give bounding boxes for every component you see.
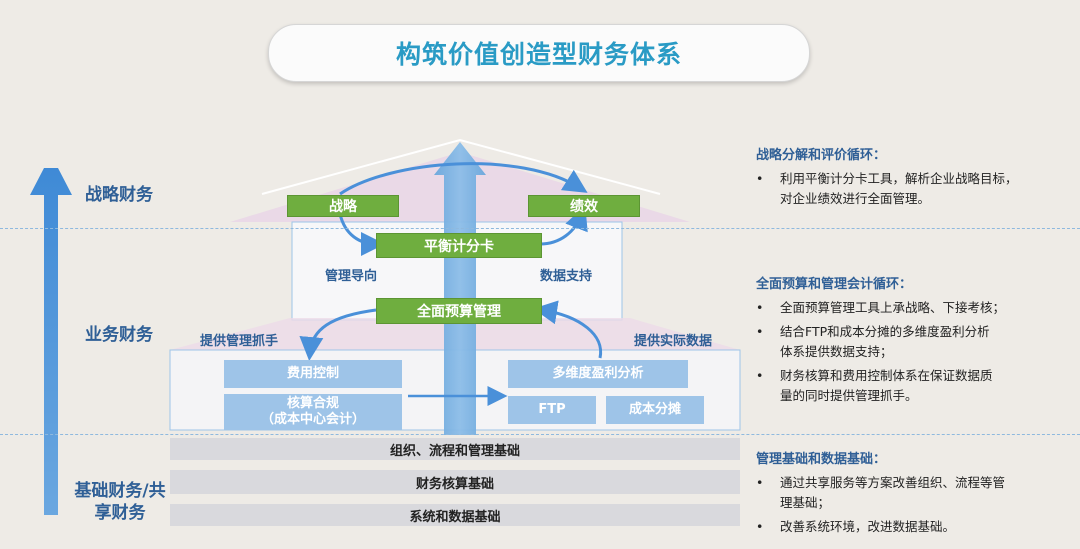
bullet-line1: 财务核算和费用控制体系在保证数据质 [780,368,993,383]
box-bsc: 平衡计分卡 [376,233,542,258]
right-panel: 战略分解和评价循环： •利用平衡计分卡工具，解析企业战略目标， 对企业绩效进行全… [756,144,1056,537]
level-label-business: 业务财务 [85,325,153,345]
flow-label-provide-actual-data: 提供实际数据 [634,334,713,349]
separator-upper [0,228,1080,229]
section-title: 全面预算和管理会计循环： [756,277,913,292]
section-budget-cycle: 全面预算和管理会计循环： •全面预算管理工具上承战略、下接考核； •结合FTP和… [756,273,1056,406]
box-accounting-line1: 核算合规 [286,396,339,411]
loop-arrow-budget-left [299,308,377,361]
box-budget: 全面预算管理 [376,298,542,324]
box-ftp: FTP [508,396,596,424]
loop-arrow-bsc-left [338,213,385,256]
flow-label-provide-mgmt-lever: 提供管理抓手 [200,334,279,349]
bullet-line2: 量的同时提供管理抓手。 [780,388,918,403]
box-performance: 绩效 [528,195,640,217]
level-label-foundation-line2: 享财务 [94,503,146,523]
bullet-item: •结合FTP和成本分摊的多维度盈利分析 体系提供数据支持； [756,322,1056,362]
bullet-item: •通过共享服务等方案改善组织、流程等管 理基础； [756,473,1056,513]
flow-label-mgmt-guidance: 管理导向 [325,269,378,284]
page-title: 构筑价值创造型财务体系 [268,24,810,82]
box-expense-control: 费用控制 [224,360,402,388]
tier-accounting: 财务核算基础 [170,470,740,494]
section-title: 管理基础和数据基础： [756,452,887,467]
bullet-item: •改善系统环境，改进数据基础。 [756,519,956,534]
section-title: 战略分解和评价循环： [756,148,887,163]
box-accounting: 核算合规 （成本中心会计） [224,394,402,430]
bullet-line1: 利用平衡计分卡工具，解析企业战略目标， [780,171,1018,186]
tier-system-data: 系统和数据基础 [170,504,740,526]
bullet-line1: 通过共享服务等方案改善组织、流程等管 [780,475,1006,490]
bullet-line1: 改善系统环境，改进数据基础。 [780,519,956,534]
section-strategy-cycle: 战略分解和评价循环： •利用平衡计分卡工具，解析企业战略目标， 对企业绩效进行全… [756,144,1056,209]
tier-org-process: 组织、流程和管理基础 [170,438,740,460]
left-up-arrow [30,168,72,515]
separator-lower [0,434,1080,435]
box-strategy: 战略 [287,195,399,217]
bullet-item: •全面预算管理工具上承战略、下接考核； [756,300,1006,315]
loop-arrow-profit-up [533,300,603,359]
box-accounting-line2: （成本中心会计） [260,412,365,427]
central-pillar-arrow [434,142,486,435]
bullet-line1: 全面预算管理工具上承战略、下接考核； [780,300,1006,315]
level-label-foundation: 基础财务/共 享财务 [60,480,180,524]
roof-outline [261,138,661,195]
level-label-foundation-line1: 基础财务/共 [74,481,166,501]
section-foundation: 管理基础和数据基础： •通过共享服务等方案改善组织、流程等管 理基础； •改善系… [756,448,1056,537]
loop-arrow-bsc-right [539,205,588,246]
bullet-line2: 理基础； [780,495,831,510]
loop-arrow-top [339,162,588,196]
flow-label-data-support: 数据支持 [540,269,593,284]
bullet-item: •财务核算和费用控制体系在保证数据质 量的同时提供管理抓手。 [756,366,1056,406]
bullet-line1: 结合FTP和成本分摊的多维度盈利分析 [780,324,990,339]
box-profit-analysis: 多维度盈利分析 [508,360,688,388]
box-cost-allocation: 成本分摊 [606,396,704,424]
bullet-line2: 对企业绩效进行全面管理。 [780,191,931,206]
bullet-item: •利用平衡计分卡工具，解析企业战略目标， 对企业绩效进行全面管理。 [756,169,1056,209]
bullet-line2: 体系提供数据支持； [780,344,893,359]
level-label-strategy: 战略财务 [85,185,153,205]
